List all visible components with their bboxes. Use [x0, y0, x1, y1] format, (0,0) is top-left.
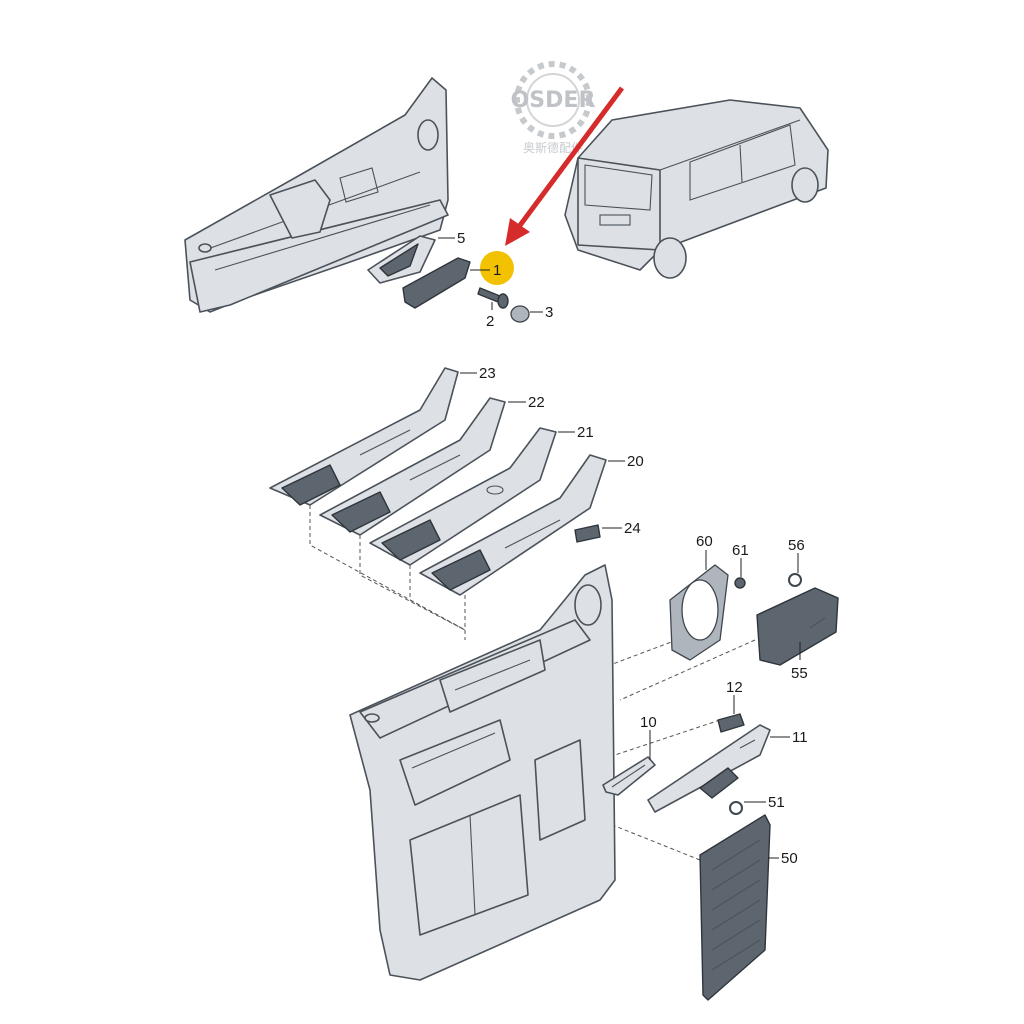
highlight-marker-1	[480, 251, 514, 285]
label-55: 55	[791, 665, 808, 682]
label-10: 10	[640, 714, 657, 731]
label-20: 20	[627, 453, 644, 470]
label-23: 23	[479, 365, 496, 382]
label-12: 12	[726, 679, 743, 696]
label-61: 61	[732, 542, 749, 559]
rear-door-panel	[349, 564, 616, 981]
callouts: 1 5 2 3 23 22 21 20 24 60 61 56 55 12 10…	[438, 230, 808, 867]
part-24-clip	[574, 524, 601, 543]
part-56-washer	[788, 573, 802, 587]
part-2-screw	[477, 287, 509, 309]
label-50: 50	[781, 850, 798, 867]
red-arrow	[505, 86, 625, 246]
part-5-grab-frame	[367, 235, 436, 284]
van-illustration	[564, 99, 829, 279]
label-60: 60	[696, 533, 713, 550]
label-11: 11	[792, 729, 808, 746]
part-1-handle	[402, 257, 471, 309]
label-51: 51	[768, 794, 785, 811]
part-61-nut	[734, 577, 746, 589]
front-door-panel	[184, 77, 449, 313]
label-56: 56	[788, 537, 805, 554]
label-22: 22	[528, 394, 545, 411]
label-21: 21	[577, 424, 594, 441]
strip-20	[419, 454, 607, 596]
part-12-clip	[717, 713, 745, 733]
part-51-washer	[729, 801, 743, 815]
part-11-bezel	[647, 724, 771, 813]
part-55-speaker-cover	[756, 587, 839, 666]
label-1: 1	[493, 262, 501, 279]
label-3: 3	[545, 304, 553, 321]
part-60-speaker-ring	[669, 564, 729, 661]
label-5: 5	[457, 230, 465, 247]
watermark-subtitle: 奥斯德配件	[523, 140, 583, 155]
part-50-speaker-grille	[699, 814, 771, 1001]
part-10-switch	[602, 756, 656, 796]
label-24: 24	[624, 520, 641, 537]
label-2: 2	[486, 313, 494, 330]
watermark-brand: OSDER	[511, 88, 596, 113]
part-3-cap	[510, 305, 530, 323]
watermark-logo: OSDER 奥斯德配件	[511, 61, 596, 155]
